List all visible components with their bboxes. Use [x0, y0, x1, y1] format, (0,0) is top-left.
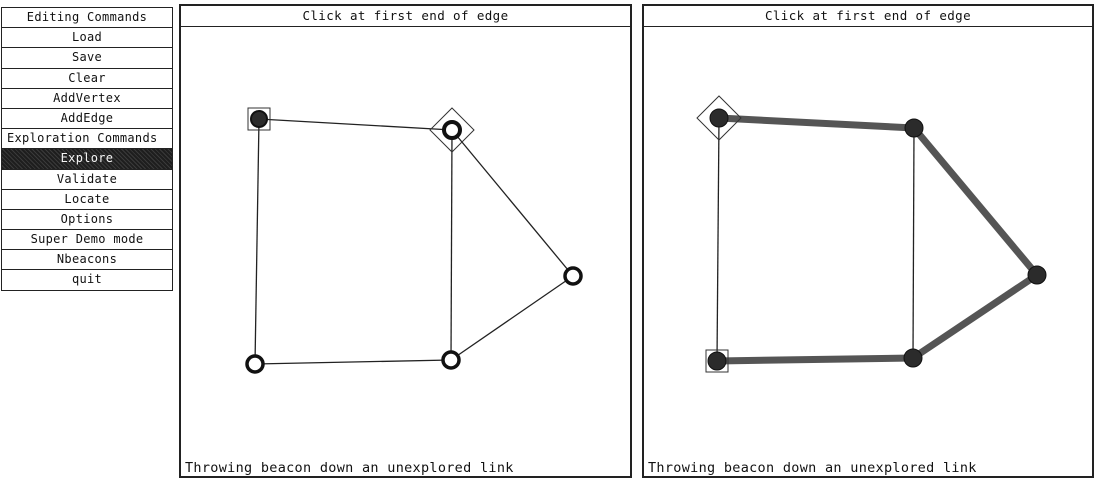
exploration-commands-header: Exploration Commands: [1, 128, 173, 150]
vertex[interactable]: [245, 354, 265, 374]
vertex-explored[interactable]: [709, 108, 729, 128]
edge: [254, 118, 260, 365]
vertex-explored[interactable]: [904, 118, 924, 138]
explored-map-canvas[interactable]: [644, 6, 1092, 476]
vertex-explored[interactable]: [250, 110, 268, 128]
explored-edge: [910, 124, 1041, 279]
vertex-explored[interactable]: [1027, 265, 1047, 285]
save-button[interactable]: Save: [1, 47, 173, 69]
true-graph-panel[interactable]: Click at first end of edge Throwing beac…: [179, 4, 632, 478]
right-panel-status: Throwing beacon down an unexplored link: [648, 460, 977, 476]
clear-button[interactable]: Clear: [1, 67, 173, 89]
vertex-explored[interactable]: [707, 351, 727, 371]
editing-commands-header: Editing Commands: [1, 7, 173, 29]
edge: [450, 129, 453, 361]
super-demo-mode-button[interactable]: Super Demo mode: [1, 229, 173, 251]
validate-button[interactable]: Validate: [1, 168, 173, 190]
beacon-marker-square: [705, 349, 729, 373]
edge: [254, 359, 452, 365]
add-vertex-button[interactable]: AddVertex: [1, 87, 173, 109]
true-graph-canvas[interactable]: [181, 6, 630, 476]
current-vertex-diamond: [696, 95, 742, 141]
explorer-marker-square: [247, 107, 271, 131]
left-panel-status: Throwing beacon down an unexplored link: [185, 460, 514, 476]
edge: [450, 275, 574, 361]
edge: [912, 127, 915, 359]
edge: [451, 129, 574, 277]
vertex-current[interactable]: [442, 120, 462, 140]
explored-edge: [713, 354, 917, 365]
edge: [716, 117, 720, 362]
command-menu: Editing Commands Load Save Clear AddVert…: [1, 7, 173, 291]
explored-edge: [715, 114, 918, 132]
vertex[interactable]: [441, 350, 461, 370]
add-edge-button[interactable]: AddEdge: [1, 107, 173, 130]
edge: [258, 118, 453, 131]
explored-map-panel[interactable]: Click at first end of edge Throwing beac…: [642, 4, 1094, 478]
load-button[interactable]: Load: [1, 27, 173, 49]
right-panel-prompt: Click at first end of edge: [644, 6, 1092, 27]
vertex-explored[interactable]: [903, 348, 923, 368]
vertex[interactable]: [563, 266, 583, 286]
explore-button[interactable]: Explore: [1, 148, 173, 170]
quit-button[interactable]: quit: [1, 269, 173, 291]
explored-edge: [909, 271, 1041, 362]
current-vertex-diamond: [429, 107, 475, 153]
options-button[interactable]: Options: [1, 208, 173, 231]
left-panel-prompt: Click at first end of edge: [181, 6, 630, 27]
locate-button[interactable]: Locate: [1, 188, 173, 210]
nbeacons-button[interactable]: Nbeacons: [1, 249, 173, 271]
